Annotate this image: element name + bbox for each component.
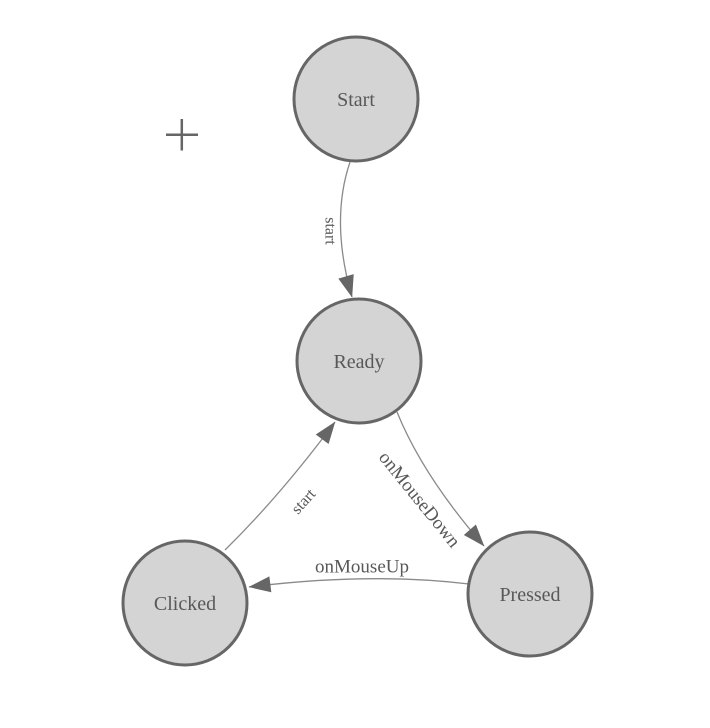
plus-icon[interactable]	[166, 119, 198, 151]
state-node-pressed[interactable]: Pressed	[466, 530, 594, 658]
edge-label-clicked-to-ready: start	[288, 485, 319, 517]
node-label-start: Start	[337, 89, 375, 111]
edge-label-ready-to-pressed: onMouseDown	[374, 448, 464, 553]
edge-start-to-ready[interactable]: start	[321, 161, 354, 298]
edge-line[interactable]	[396, 411, 485, 547]
state-node-clicked[interactable]: Clicked	[121, 539, 249, 667]
node-circle-start[interactable]	[292, 35, 420, 163]
edge-line[interactable]	[248, 576, 470, 593]
node-circle-ready[interactable]	[295, 297, 423, 425]
node-label-pressed: Pressed	[499, 584, 560, 606]
node-circle-clicked[interactable]	[121, 539, 249, 667]
edge-ready-to-pressed[interactable]: onMouseDown	[374, 411, 485, 553]
edge-pressed-to-clicked[interactable]: onMouseUp	[248, 557, 470, 593]
edge-label-pressed-to-clicked: onMouseUp	[315, 557, 409, 578]
edge-label-start-to-ready: start	[321, 217, 338, 245]
edge-line[interactable]	[338, 161, 354, 298]
edge-clicked-to-ready[interactable]: start	[224, 421, 336, 551]
state-node-ready[interactable]: Ready	[295, 297, 423, 425]
node-circle-pressed[interactable]	[466, 530, 594, 658]
node-label-clicked: Clicked	[154, 593, 216, 615]
node-label-ready: Ready	[333, 351, 384, 373]
edge-line[interactable]	[224, 421, 336, 551]
state-node-start[interactable]: Start	[292, 35, 420, 163]
